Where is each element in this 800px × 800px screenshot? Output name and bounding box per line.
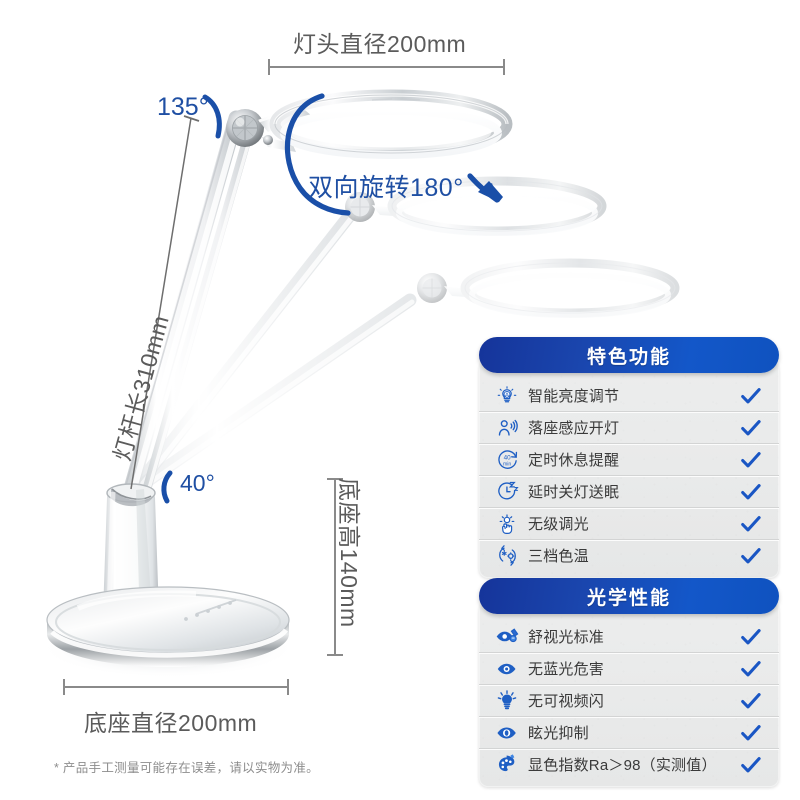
check-icon — [736, 659, 766, 679]
stepless-dimming-hand-icon — [492, 513, 522, 535]
dim-cap-base-height-bottom — [327, 654, 343, 656]
feature-row-presence-sensor[interactable]: 落座感应开灯 — [479, 412, 779, 444]
dimension-label-head-diameter: 灯头直径200mm — [293, 31, 467, 57]
panel-optical-header: 光学性能 — [479, 578, 779, 614]
glare-suppression-eye-icon — [492, 722, 522, 744]
angle-label-135: 135° — [157, 93, 209, 121]
dimension-label-base-diameter: 底座直径200mm — [84, 710, 258, 736]
feature-label: 无级调光 — [528, 516, 589, 533]
panel-optical: 光学性能 舒视光标准 — [479, 578, 779, 787]
feature-row-break-reminder[interactable]: 40 min 定时休息提醒 — [479, 444, 779, 476]
angle-135-leader-line — [130, 115, 200, 490]
panel-optical-body: 舒视光标准 无蓝光危害 — [479, 601, 779, 787]
eye-comfort-standard-icon — [492, 626, 522, 648]
feature-label: 智能亮度调节 — [528, 388, 620, 405]
optical-label: 眩光抑制 — [528, 725, 589, 742]
dim-cap-head-right — [503, 59, 505, 75]
measurement-disclaimer: * 产品手工测量可能存在误差，请以实物为准。 — [54, 761, 319, 775]
check-icon — [736, 627, 766, 647]
check-icon — [736, 482, 766, 502]
rotation-arrow-graphic — [284, 93, 503, 216]
panel-features-body: A 智能亮度调节 落座感应开灯 — [479, 360, 779, 578]
svg-text:40: 40 — [503, 455, 511, 462]
check-icon — [736, 755, 766, 775]
check-icon — [736, 546, 766, 566]
dim-line-base-diameter — [63, 686, 289, 688]
angle-label-40: 40° — [180, 470, 215, 496]
panel-optical-title: 光学性能 — [586, 587, 671, 609]
no-flicker-bulb-icon — [492, 689, 522, 712]
optical-row-no-flicker[interactable]: 无可视频闪 — [479, 685, 779, 717]
optical-label: 无可视频闪 — [528, 693, 605, 710]
check-icon — [736, 386, 766, 406]
panel-features-title: 特色功能 — [586, 346, 671, 368]
auto-brightness-bulb-icon: A — [492, 385, 522, 407]
check-icon — [736, 418, 766, 438]
feature-row-color-temperature[interactable]: 三档色温 — [479, 540, 779, 571]
check-icon — [736, 691, 766, 711]
feature-label: 定时休息提醒 — [528, 452, 620, 469]
sleep-timer-clock-icon — [492, 480, 522, 503]
svg-text:A: A — [505, 392, 509, 398]
check-icon — [736, 450, 766, 470]
optical-row-glare-suppression[interactable]: 眩光抑制 — [479, 717, 779, 749]
feature-label: 延时关灯送眠 — [528, 484, 620, 501]
optical-row-color-rendering[interactable]: 显色指数Ra＞98（实测值） — [479, 749, 779, 780]
timer-40min-icon: 40 min — [492, 448, 522, 471]
feature-label: 落座感应开灯 — [528, 420, 620, 437]
human-presence-sensor-icon — [492, 417, 522, 439]
feature-row-stepless-dimming[interactable]: 无级调光 — [479, 508, 779, 540]
panel-features-header: 特色功能 — [479, 337, 779, 373]
feature-row-sleep-timer[interactable]: 延时关灯送眠 — [479, 476, 779, 508]
optical-row-eye-comfort[interactable]: 舒视光标准 — [479, 621, 779, 653]
feature-row-smart-brightness[interactable]: A 智能亮度调节 — [479, 380, 779, 412]
feature-label: 三档色温 — [528, 548, 589, 565]
dim-line-base-height — [334, 478, 336, 656]
dim-line-head-diameter — [268, 66, 505, 68]
no-blue-light-eye-icon — [492, 658, 522, 680]
rotation-label-180: 双向旋转180° — [308, 174, 464, 202]
color-temperature-icon — [492, 544, 522, 567]
dim-cap-base-right — [287, 679, 289, 695]
panel-features: 特色功能 A 智能亮度调节 — [479, 337, 779, 578]
check-icon — [736, 723, 766, 743]
dimension-label-base-height: 底座高140mm — [336, 478, 362, 628]
angle-135-arc — [202, 94, 222, 139]
optical-label: 无蓝光危害 — [528, 661, 605, 678]
check-icon — [736, 514, 766, 534]
angle-40-arc — [161, 470, 173, 504]
optical-label: 显色指数Ra＞98（实测值） — [528, 757, 717, 774]
optical-label: 舒视光标准 — [528, 629, 605, 646]
svg-text:min: min — [502, 461, 510, 467]
optical-row-no-blue-light[interactable]: 无蓝光危害 — [479, 653, 779, 685]
color-rendering-palette-icon — [492, 753, 522, 776]
